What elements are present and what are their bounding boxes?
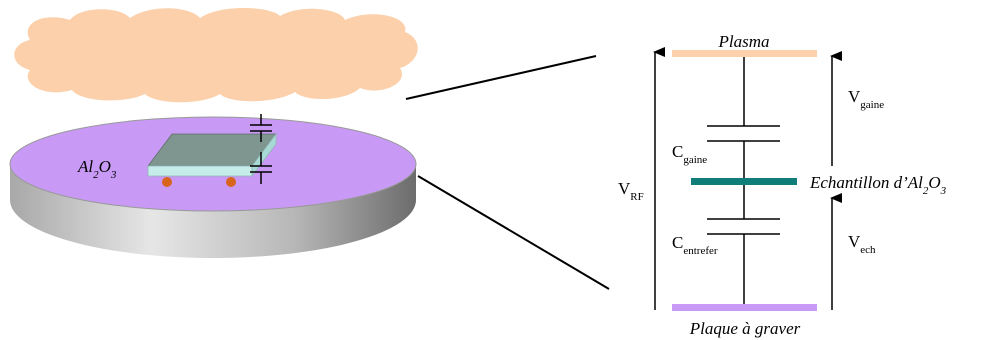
circuit-wire xyxy=(707,57,780,304)
plasma-label: Plasma xyxy=(718,32,770,51)
sample-bar xyxy=(691,178,797,185)
c-gaine-label: Cgaine xyxy=(672,142,707,166)
plasma-cloud xyxy=(14,8,418,103)
contact-left-icon xyxy=(162,177,172,187)
c-entrefer-label: Centrefer xyxy=(672,233,718,257)
plate-label: Plaque à graver xyxy=(689,319,801,338)
material-label-left: Al2O3 xyxy=(77,157,117,181)
v-gaine-label: Vgaine xyxy=(848,87,884,111)
plasma-bar xyxy=(672,50,817,57)
capacitor-symbols-left xyxy=(250,114,272,184)
sample-slab xyxy=(147,132,277,187)
sample-label: Echantillon d’Al2O3 xyxy=(809,173,947,197)
v-rf-label: VRF xyxy=(618,179,644,203)
zoom-line-bottom xyxy=(417,175,610,290)
zoom-line-top xyxy=(405,55,597,100)
plate-bar xyxy=(672,304,817,311)
v-ech-label: Vech xyxy=(848,232,876,256)
contact-right-icon xyxy=(226,177,236,187)
